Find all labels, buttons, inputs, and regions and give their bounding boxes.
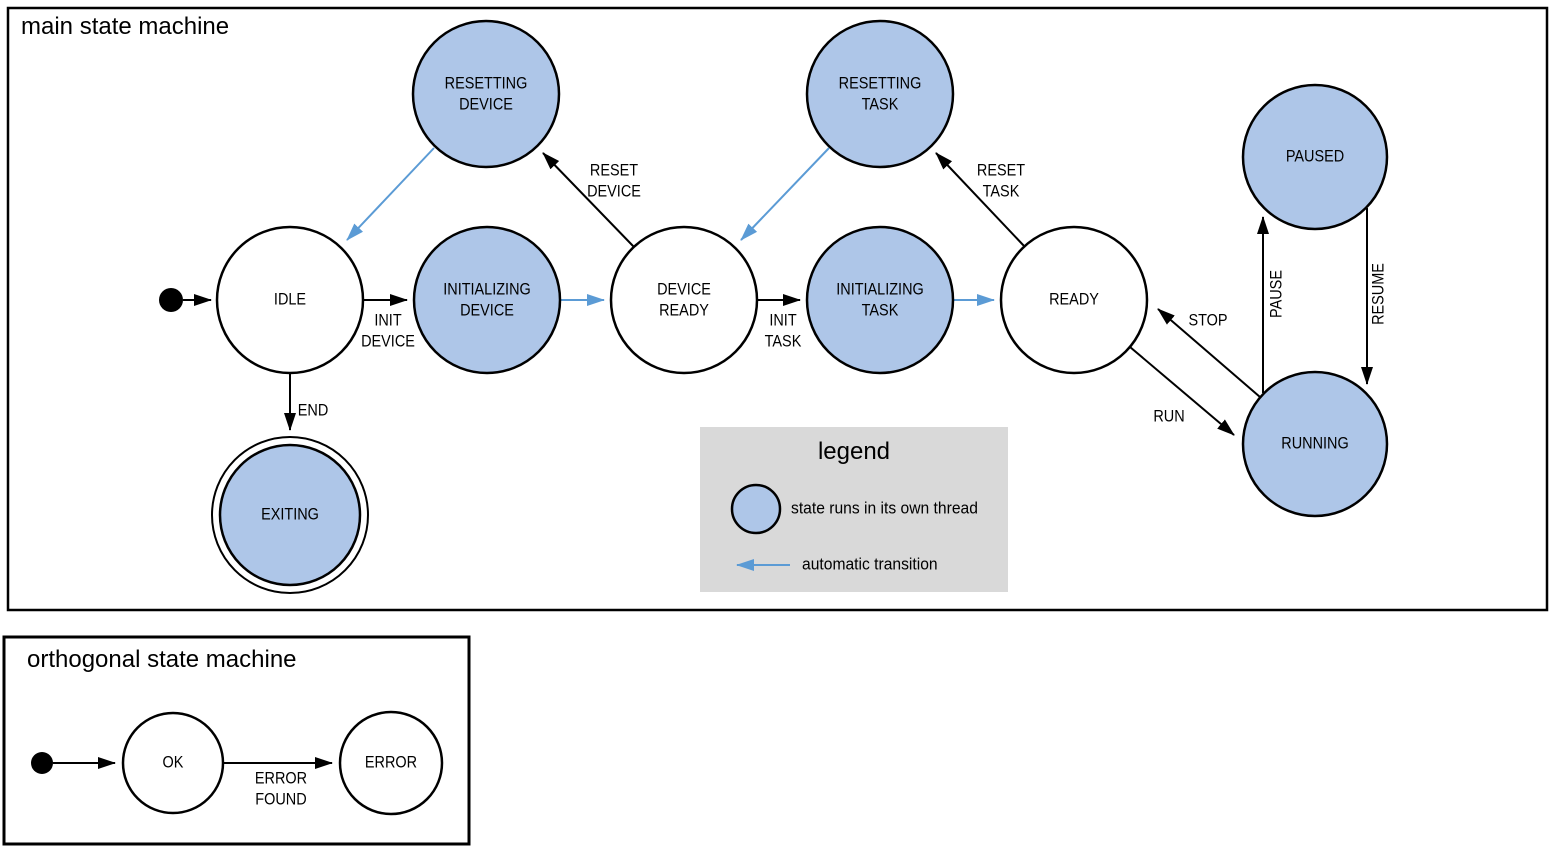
state-ready-label: READY (1049, 289, 1099, 309)
state-initializing-device-circle (412, 225, 562, 375)
state-exiting-label: EXITING (261, 504, 319, 524)
legend-auto-transition-label: automatic transition (802, 554, 938, 574)
transition-error-found-label: ERROR FOUND (254, 768, 308, 808)
initial-state-dot-main (159, 288, 183, 312)
state-idle-circle (215, 225, 365, 375)
transition-reset-device-label: RESET DEVICE (587, 160, 641, 200)
transition-pause-label: PAUSE (1266, 270, 1286, 318)
state-device-ready-circle (609, 225, 759, 375)
legend-title: legend (817, 438, 891, 465)
orthogonal-panel-title: orthogonal state machine (27, 646, 297, 673)
state-device-ready-label: DEVICE READY (657, 279, 711, 319)
transition-reset-task-line (935, 152, 1026, 248)
transition-run-line (1129, 346, 1235, 436)
transition-init-task-label: INIT TASK (764, 310, 802, 350)
orthogonal-panel-frame (2, 635, 471, 846)
state-resetting-device-circle (411, 19, 561, 169)
transition-reset-device-line (542, 152, 635, 248)
state-initializing-task-circle (805, 225, 955, 375)
state-running-label: RUNNING (1281, 433, 1349, 453)
state-resetting-device-label: RESETTING DEVICE (444, 73, 528, 113)
state-ok-circle (121, 711, 225, 815)
auto-transition-resetting-task-to-device-ready-line (740, 147, 830, 241)
state-error-circle (338, 710, 444, 816)
transition-stop-line (1157, 308, 1261, 398)
state-error-label: ERROR (364, 752, 418, 772)
state-running-circle (1241, 370, 1389, 518)
state-ok-label: OK (162, 752, 184, 772)
transition-reset-task-label: RESET TASK (976, 160, 1026, 200)
state-ready-circle (999, 225, 1149, 375)
state-exiting-inner-circle (218, 443, 362, 587)
main-panel-frame (6, 6, 1549, 612)
state-idle-label: IDLE (273, 289, 307, 309)
state-initializing-device-label: INITIALIZING DEVICE (443, 279, 531, 319)
initial-state-dot-orthogonal (31, 752, 53, 774)
main-panel-title: main state machine (21, 13, 230, 40)
transition-end-label: END (297, 400, 329, 420)
state-resetting-task-label: RESETTING TASK (838, 73, 922, 113)
auto-transition-resetting-device-to-idle-line (346, 147, 435, 241)
legend-threaded-state-label: state runs in its own thread (791, 498, 978, 518)
transition-run-label: RUN (1153, 406, 1185, 426)
transition-stop-label: STOP (1188, 310, 1228, 330)
transition-resume-label: RESUME (1368, 263, 1388, 325)
state-initializing-task-label: INITIALIZING TASK (836, 279, 924, 319)
state-resetting-task-circle (805, 19, 955, 169)
legend-threaded-state-sample-circle (730, 483, 782, 535)
state-paused-label: PAUSED (1285, 146, 1345, 166)
transition-init-device-label: INIT DEVICE (361, 310, 415, 350)
state-paused-circle (1241, 83, 1389, 231)
